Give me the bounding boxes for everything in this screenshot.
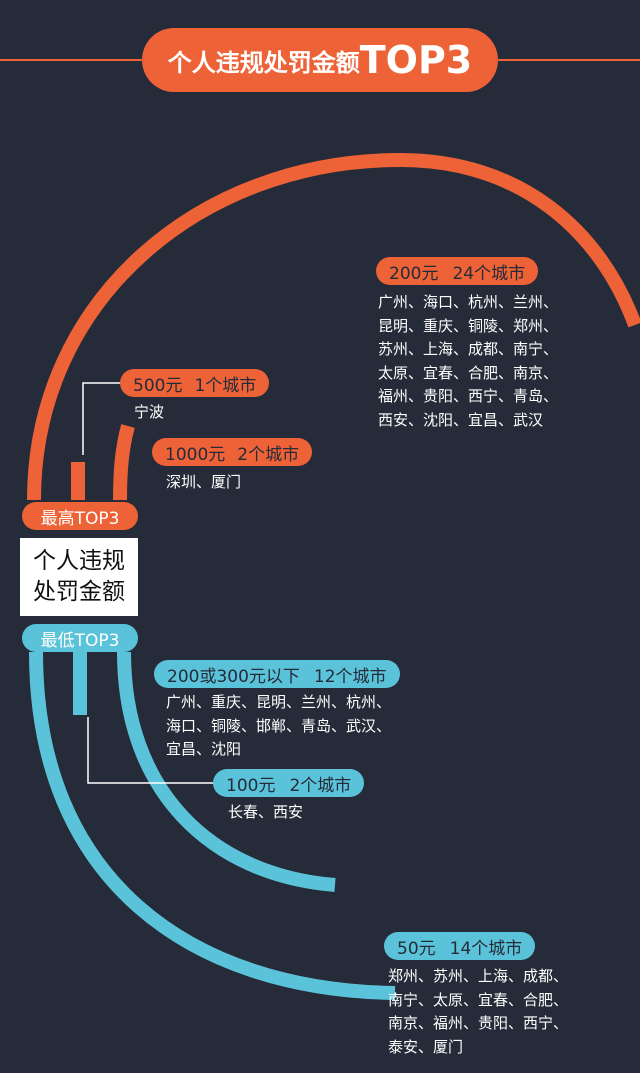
city-line: 福州、贵阳、西宁、青岛、: [378, 387, 559, 405]
tier-1000yuan-pill: 1000元 2个城市: [152, 438, 313, 466]
tier-100yuan-cities: 长春、西安: [228, 801, 303, 825]
city-line: 海口、铜陵、邯郸、青岛、武汉、: [166, 716, 392, 735]
city-line: 长春、西安: [228, 803, 304, 821]
tier-1000yuan-cities: 深圳、厦门: [166, 471, 241, 495]
arc-200yuan-orange: [27, 152, 640, 501]
center-label-line2: 处罚金额: [33, 579, 125, 605]
title-prefix: 个人违规处罚金额: [167, 48, 360, 77]
city-line: 昆明、重庆、铜陵、郑州、: [378, 316, 559, 335]
city-line: 苏州、上海、成都、南宁、: [378, 340, 559, 358]
tier-500yuan-pill: 500元 1个城市: [120, 369, 270, 397]
connector-500yuan: [82, 382, 124, 455]
tier-count: 2个城市: [289, 775, 352, 796]
center-label-line1: 个人违规: [33, 548, 125, 574]
tier-count: 14个城市: [449, 938, 523, 959]
tier-200-300yuan-cities: 广州、重庆、昆明、兰州、杭州、海口、铜陵、邯郸、青岛、武汉、宜昌、沈阳: [166, 691, 391, 762]
tier-amount: 500元: [133, 375, 183, 396]
arc-50yuan-blue: [29, 651, 396, 1000]
tier-amount: 50元: [397, 938, 436, 959]
city-line: 郑州、苏州、上海、成都、: [388, 967, 569, 985]
tier-amount: 1000元: [165, 444, 226, 465]
tier-amount: 200或300元以下: [167, 666, 300, 687]
tier-100yuan-pill: 100元 2个城市: [213, 769, 365, 797]
title-suffix: TOP3: [359, 38, 473, 82]
city-line: 泰安、厦门: [388, 1037, 464, 1056]
tier-count: 1个城市: [194, 375, 257, 396]
city-line: 广州、海口、杭州、兰州、: [378, 293, 559, 311]
tier-50yuan-pill: 50元 14个城市: [384, 932, 536, 960]
tier-amount: 100元: [226, 775, 276, 796]
tier-200-300yuan-pill: 200或300元以下 12个城市: [154, 660, 400, 688]
highest-top3-label: 最高TOP3: [22, 502, 138, 530]
tier-count: 24个城市: [452, 263, 526, 284]
city-line: 南宁、太原、宜春、合肥、: [388, 990, 569, 1009]
city-line: 广州、重庆、昆明、兰州、杭州、: [166, 693, 392, 711]
city-line: 南京、福州、贵阳、西宁、: [388, 1014, 569, 1032]
center-label-box: 个人违规 处罚金额: [20, 538, 138, 616]
tier-50yuan-cities: 郑州、苏州、上海、成都、南宁、太原、宜春、合肥、南京、福州、贵阳、西宁、泰安、厦…: [388, 965, 568, 1059]
arc-200-300yuan-blue: [117, 651, 336, 892]
city-line: 深圳、厦门: [166, 473, 242, 491]
city-line: 宁波: [134, 403, 165, 421]
tier-count: 12个城市: [313, 666, 387, 687]
connector-100yuan: [87, 717, 215, 784]
lowest-top3-label: 最低TOP3: [22, 624, 138, 652]
city-line: 太原、宜春、合肥、南京、: [378, 363, 559, 382]
tier-500yuan-cities: 宁波: [134, 401, 164, 425]
tier-200yuan-cities: 广州、海口、杭州、兰州、昆明、重庆、铜陵、郑州、苏州、上海、成都、南宁、太原、宜…: [378, 291, 558, 432]
tier-count: 2个城市: [237, 444, 300, 465]
city-line: 宜昌、沈阳: [166, 740, 242, 758]
tier-200yuan-pill: 200元 24个城市: [376, 257, 539, 285]
arc-1000yuan-orange: [113, 424, 135, 501]
tier-amount: 200元: [389, 263, 439, 284]
city-line: 西安、沈阳、宜昌、武汉: [378, 410, 544, 429]
